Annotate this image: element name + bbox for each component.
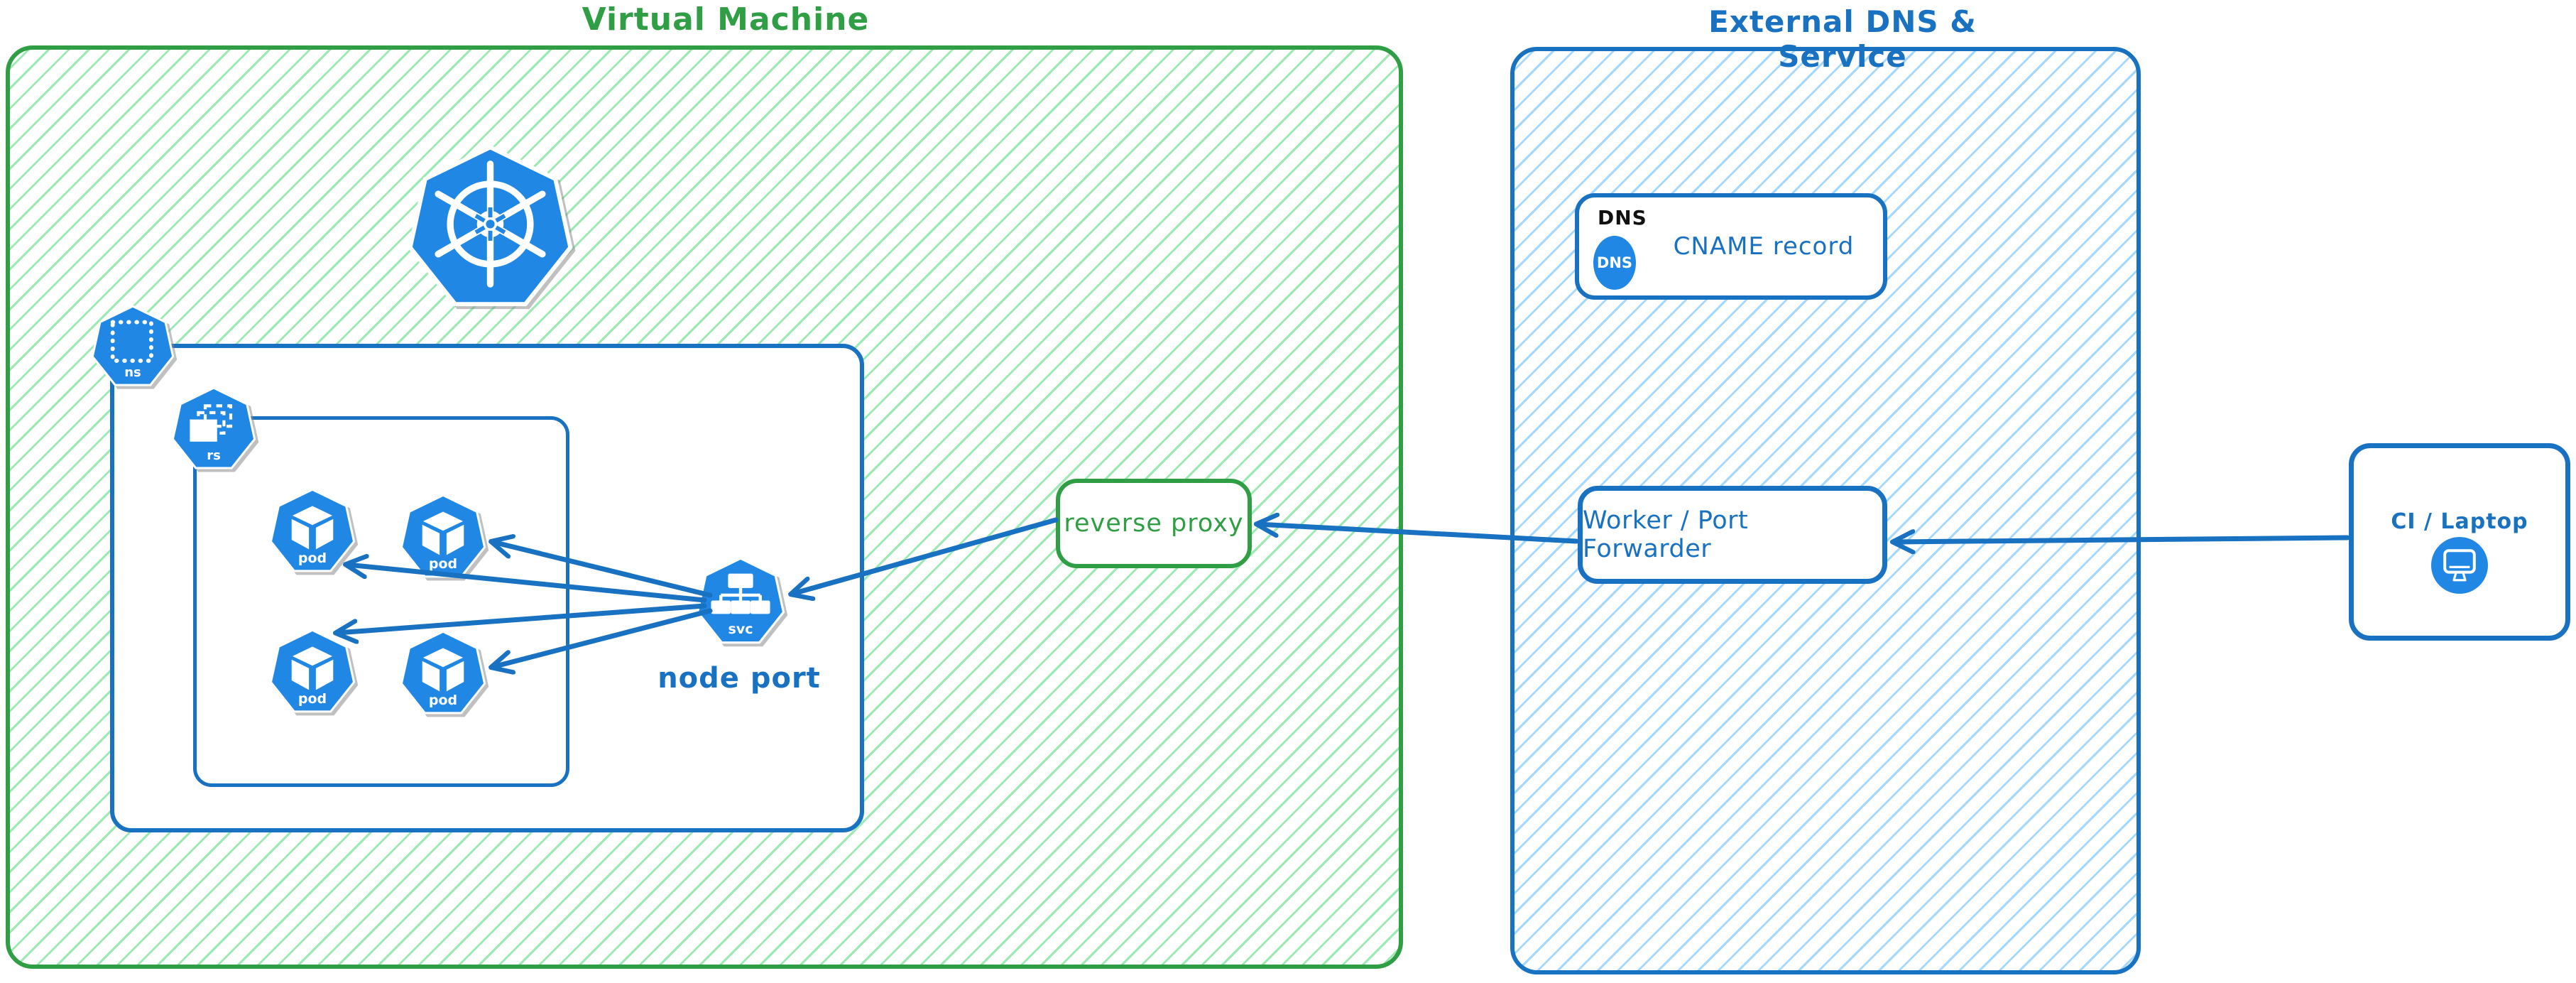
dns-icon-text: DNS — [1596, 254, 1633, 271]
reverse-proxy-box: reverse proxy — [1056, 479, 1252, 568]
service-icon-label: svc — [728, 621, 753, 638]
pod-label: pod — [428, 555, 458, 572]
external-title: External DNS & Service — [1708, 4, 1977, 74]
pod-label: pod — [298, 690, 327, 707]
cname-record-box: DNS DNS CNAME record — [1575, 193, 1887, 300]
cube-icon — [269, 489, 356, 572]
reverse-proxy-label: reverse proxy — [1064, 509, 1244, 538]
ci-laptop-label: CI / Laptop — [2391, 509, 2528, 534]
pod-label: pod — [298, 550, 327, 566]
monitor-glyph — [2443, 549, 2476, 582]
replicaset-icon-label: rs — [207, 447, 221, 463]
dotted-square-icon — [91, 305, 175, 386]
worker-port-forwarder-box: Worker / Port Forwarder — [1578, 486, 1887, 584]
tree-icon — [696, 558, 785, 644]
dns-tag-label: DNS — [1598, 206, 1647, 229]
replicaset-icon: rs — [171, 387, 256, 472]
node-port-label: node port — [657, 662, 821, 695]
ci-laptop-box: CI / Laptop — [2349, 443, 2570, 641]
stacked-rects-icon — [171, 387, 256, 469]
dns-icon: DNS — [1593, 236, 1636, 290]
pod-icon: pod — [400, 494, 486, 581]
monitor-icon — [2431, 537, 2488, 594]
namespace-icon: ns — [91, 305, 175, 389]
vm-title: Virtual Machine — [582, 1, 870, 38]
cube-icon — [400, 494, 486, 578]
cube-icon — [400, 631, 486, 715]
kubernetes-icon — [407, 146, 574, 313]
worker-port-forwarder-label: Worker / Port Forwarder — [1583, 506, 1749, 563]
cube-icon — [269, 629, 356, 713]
service-icon: svc — [696, 558, 785, 647]
pod-label: pod — [428, 692, 458, 708]
namespace-icon-label: ns — [124, 365, 141, 381]
pod-icon: pod — [269, 629, 356, 716]
pod-icon: pod — [400, 631, 486, 717]
cname-record-label: CNAME record — [1673, 232, 1855, 261]
kubernetes-wheel-icon — [408, 146, 573, 307]
pod-icon: pod — [269, 489, 356, 575]
